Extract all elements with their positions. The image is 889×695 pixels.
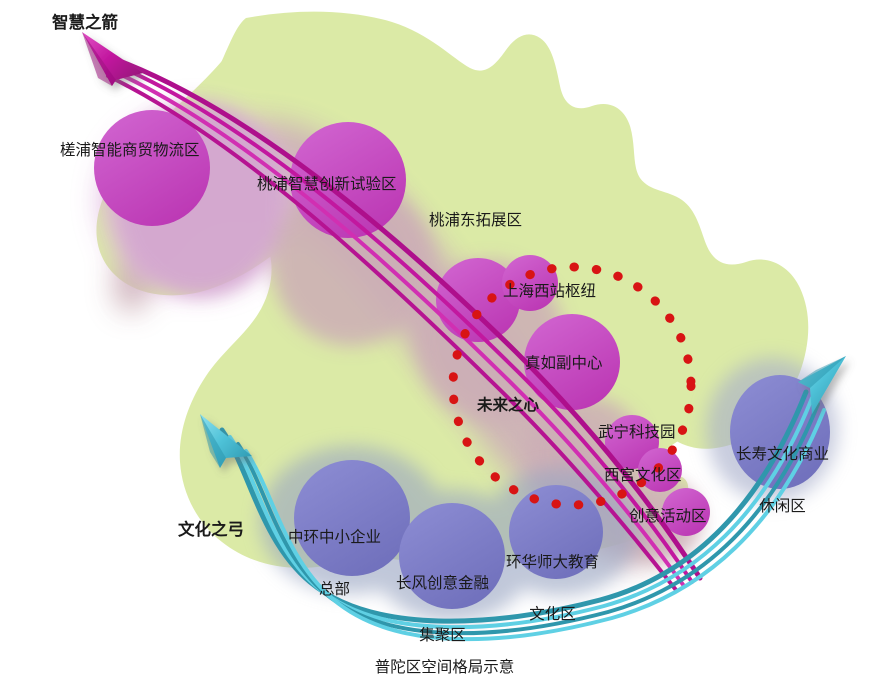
node-taopu-east [436,258,520,342]
node-chapu-logistics [94,110,210,226]
node-changfeng [399,503,505,609]
node-taopu-innovation [290,122,406,238]
node-changshou [730,375,830,489]
node-ecnu [509,485,603,579]
future-heart-dotted-circle [448,262,696,510]
node-zhenru [524,314,620,410]
culture-bow-arrowhead-right [798,356,846,414]
node-zhonghuan-sme [294,460,410,576]
culture-bow-arrowhead-left [200,414,252,468]
blue-nodes [294,375,830,609]
node-creative [662,488,710,536]
node-west-hub [502,255,558,311]
culture-bow-shaft [219,389,826,642]
wisdom-arrowhead [82,32,143,86]
